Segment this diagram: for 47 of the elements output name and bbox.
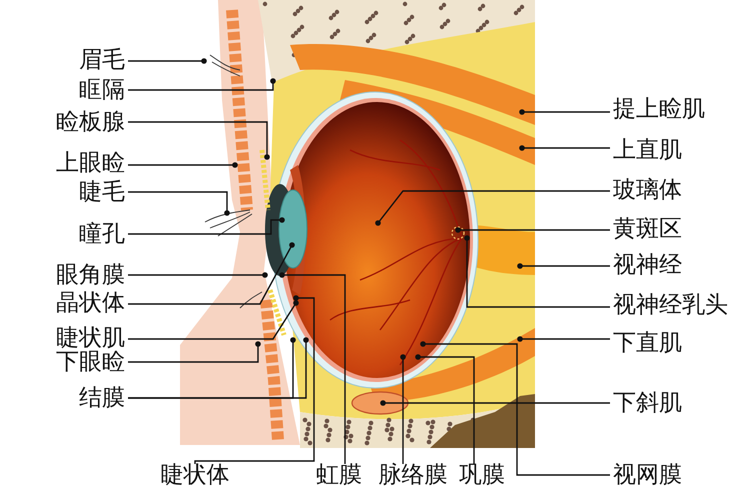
leader-line	[415, 354, 475, 464]
part-label: 晶状体	[56, 290, 125, 316]
part-label: 巩膜	[459, 462, 505, 488]
leader-line	[400, 354, 406, 464]
part-label: 脉络膜	[378, 462, 448, 488]
leader-line	[194, 295, 315, 464]
part-label: 提上睑肌	[613, 96, 705, 122]
leader-line	[517, 336, 610, 342]
leader-line	[128, 272, 268, 278]
part-label: 睫状肌	[56, 325, 125, 351]
part-label: 下直肌	[613, 330, 682, 356]
leader-line	[279, 272, 346, 464]
leader-line	[464, 235, 610, 308]
leader-line	[128, 300, 299, 340]
leader-line	[128, 191, 230, 216]
part-label: 睫状体	[160, 462, 230, 488]
part-label: 眶隔	[79, 77, 125, 103]
leader-line	[519, 109, 610, 115]
leader-line	[128, 162, 238, 168]
part-label: 瞳孔	[79, 221, 125, 247]
leader-line	[380, 400, 610, 406]
part-label: 上直肌	[613, 137, 682, 163]
part-label: 视网膜	[613, 462, 682, 488]
leader-line	[517, 263, 610, 269]
leader-line	[519, 145, 610, 151]
leader-line	[128, 217, 285, 235]
part-label: 睑板腺	[56, 109, 125, 135]
leader-line	[420, 341, 610, 476]
part-label: 视神经	[613, 252, 682, 278]
part-label: 视神经乳头	[613, 292, 728, 318]
part-label: 上眼睑	[56, 150, 125, 176]
part-label: 黄斑区	[613, 216, 682, 242]
part-label: 下眼睑	[56, 349, 125, 375]
part-label: 下斜肌	[613, 390, 682, 416]
part-label: 眼角膜	[56, 262, 125, 288]
leader-line	[128, 341, 261, 363]
leader-line	[128, 58, 207, 64]
leader-line	[128, 242, 295, 305]
leader-line	[375, 190, 610, 226]
leader-line	[455, 227, 610, 233]
part-label: 眉毛	[79, 47, 125, 73]
part-label: 虹膜	[316, 462, 362, 488]
part-label: 睫毛	[79, 179, 125, 205]
leader-line	[128, 78, 276, 91]
leader-line	[128, 121, 270, 160]
part-label: 玻璃体	[613, 177, 682, 203]
part-label: 结膜	[79, 385, 125, 411]
